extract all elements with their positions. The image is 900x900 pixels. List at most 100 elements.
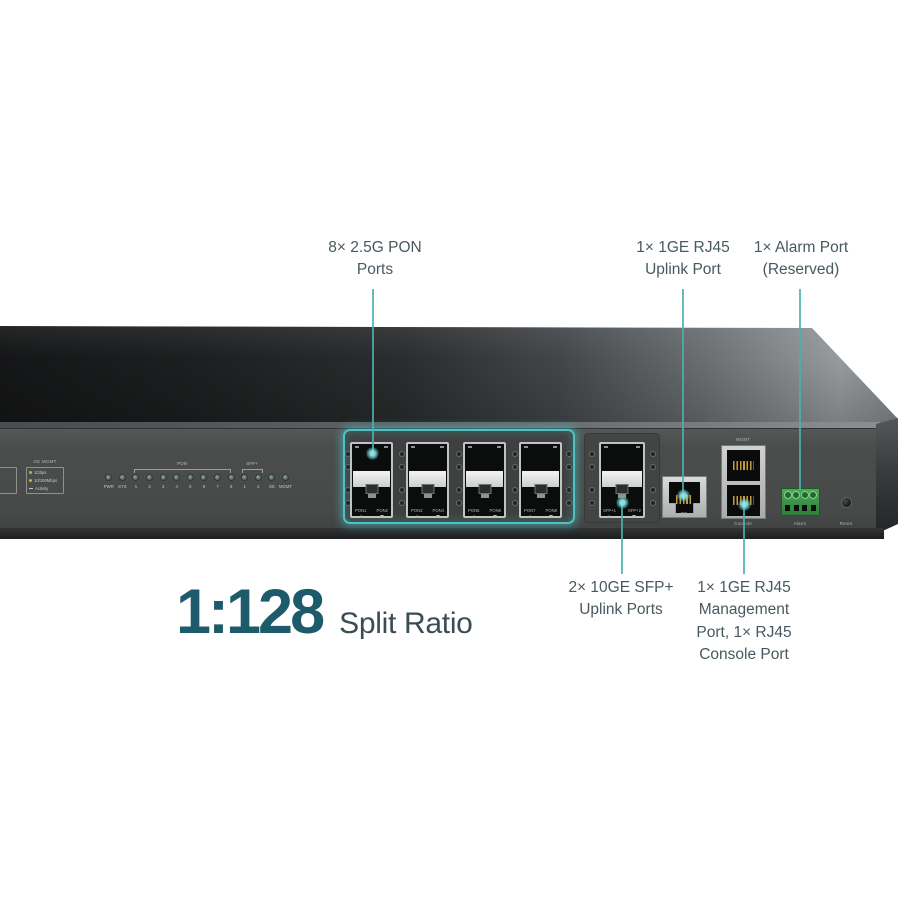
alarm-terminal-block bbox=[781, 488, 820, 516]
led-group-pon-bracket bbox=[134, 469, 231, 473]
legend-left-title: SFP+ bbox=[0, 459, 17, 464]
alarm-port-label: Alarm bbox=[793, 521, 807, 526]
led-pon-3: 3 bbox=[156, 474, 170, 489]
reset-button bbox=[841, 497, 852, 508]
triangle-up-icon bbox=[471, 514, 476, 518]
callout-sfp-uplink: 2× 10GE SFP+ Uplink Ports bbox=[568, 577, 673, 622]
led-ge: GE bbox=[265, 474, 279, 489]
status-led-row: PWR SYS 1 2 3 4 5 6 7 8 1 2 GE MGMT bbox=[102, 474, 292, 489]
legend-left-row: 10Gbps bbox=[0, 470, 14, 475]
led-sfp-2: 2 bbox=[252, 474, 266, 489]
led-indicator-icon bbox=[254, 474, 262, 481]
led-pon-7: 7 bbox=[211, 474, 225, 489]
triangle-down-icon bbox=[436, 514, 441, 518]
triangle-down-icon bbox=[493, 514, 498, 518]
sfp-cage-pon7-pon8 bbox=[519, 442, 562, 518]
led-indicator-icon bbox=[227, 474, 235, 481]
callout-line-sfp bbox=[621, 502, 623, 574]
triangle-up-icon bbox=[527, 514, 532, 518]
reset-label: Reset bbox=[839, 521, 853, 526]
led-indicator-icon bbox=[186, 474, 194, 481]
mgmt-rj45-opening bbox=[727, 450, 760, 481]
legend-ge-mgmt-title: GE MGMT bbox=[33, 459, 57, 464]
led-indicator-icon bbox=[173, 474, 181, 481]
callout-sfp-line2: Uplink Ports bbox=[579, 601, 663, 619]
callout-mgmt-line4: Console Port bbox=[699, 646, 789, 664]
led-pwr: PWR bbox=[102, 474, 116, 489]
led-group-pon-label: PON bbox=[177, 461, 187, 466]
led-pon-6: 6 bbox=[197, 474, 211, 489]
callout-uplink-port: 1× 1GE RJ45 Uplink Port bbox=[636, 237, 729, 282]
callout-dot-console bbox=[737, 498, 751, 511]
port-led-holes bbox=[650, 451, 656, 506]
activity-dash-icon bbox=[29, 487, 33, 490]
led-pon-1: 1 bbox=[129, 474, 143, 489]
legend-ge-mgmt-row: 1Gbps bbox=[29, 470, 61, 475]
callout-dot-sfp bbox=[615, 496, 629, 509]
legend-ge-mgmt-box: 1Gbps 10/100Mbps Activity bbox=[26, 467, 64, 494]
led-indicator-icon bbox=[159, 474, 167, 481]
triangle-down-icon bbox=[632, 514, 637, 518]
port-led-holes bbox=[512, 451, 518, 506]
sfp-cage-pon3-pon4 bbox=[406, 442, 449, 518]
led-indicator-icon bbox=[146, 474, 154, 481]
amber-led-swatch-icon bbox=[29, 479, 32, 482]
device-top-surface bbox=[0, 326, 898, 429]
split-ratio-label: Split Ratio bbox=[339, 607, 473, 640]
split-ratio-value: 1:128 bbox=[176, 577, 325, 647]
callout-pon-line2: Ports bbox=[356, 261, 394, 279]
pon-port-labels: PON5 PON6 bbox=[463, 508, 506, 518]
triangle-down-icon bbox=[380, 514, 385, 518]
led-indicator-icon bbox=[132, 474, 140, 481]
legend-left-box: 10Gbps 1Gbps Activity bbox=[0, 467, 17, 494]
led-indicator-icon bbox=[214, 474, 222, 481]
legend-left-row: Activity bbox=[0, 486, 14, 491]
led-pon-8: 8 bbox=[224, 474, 238, 489]
triangle-up-icon bbox=[607, 514, 612, 518]
led-indicator-icon bbox=[241, 474, 249, 481]
led-pon-5: 5 bbox=[184, 474, 198, 489]
callout-line-alarm bbox=[798, 289, 801, 490]
port-led-holes bbox=[399, 451, 405, 506]
ge-rj45-port bbox=[662, 476, 707, 518]
led-indicator-icon bbox=[268, 474, 276, 481]
pon-port-labels: PON1 PON2 bbox=[350, 508, 393, 518]
led-indicator-icon bbox=[200, 474, 208, 481]
sfp-cage-pon5-pon6 bbox=[463, 442, 506, 518]
device-bottom-edge bbox=[0, 528, 884, 539]
led-mgmt: MGMT bbox=[279, 474, 293, 489]
callout-line-uplink bbox=[682, 289, 684, 492]
triangle-up-icon bbox=[358, 514, 363, 518]
sfp-uplink-labels: SFP+1 SFP+2 bbox=[597, 508, 647, 518]
callout-mgmt-line2: Management bbox=[698, 601, 790, 619]
callout-mgmt-console: 1× 1GE RJ45 Management Port, 1× RJ45 Con… bbox=[696, 577, 791, 667]
alarm-screws bbox=[784, 491, 817, 499]
port-led-holes bbox=[456, 451, 462, 506]
callout-alarm-line1: 1× Alarm Port bbox=[753, 239, 849, 256]
triangle-up-icon bbox=[414, 514, 419, 518]
legend-left-row: 1Gbps bbox=[0, 478, 14, 483]
callout-uplink-line2: Uplink Port bbox=[645, 261, 721, 279]
console-port-label: Console bbox=[734, 521, 752, 526]
led-pon-2: 2 bbox=[143, 474, 157, 489]
ge-port-label: GE bbox=[680, 511, 688, 516]
green-led-swatch-icon bbox=[29, 471, 32, 474]
callout-mgmt-line1: 1× 1GE RJ45 bbox=[697, 579, 791, 596]
callout-pon-ports: 8× 2.5G PON Ports bbox=[328, 237, 421, 282]
port-led-holes bbox=[566, 451, 572, 506]
led-indicator-icon bbox=[118, 474, 126, 481]
callout-uplink-line1: 1× 1GE RJ45 bbox=[636, 239, 730, 256]
led-pon-4: 4 bbox=[170, 474, 184, 489]
legend-ge-mgmt-row: 10/100Mbps bbox=[29, 478, 61, 483]
port-led-holes bbox=[589, 451, 595, 506]
callout-dot-uplink bbox=[676, 489, 690, 502]
callout-sfp-line1: 2× 10GE SFP+ bbox=[568, 579, 674, 596]
split-ratio-headline: 1:128 Split Ratio bbox=[176, 576, 473, 648]
device-right-side bbox=[876, 418, 898, 534]
callout-pon-line1: 8× 2.5G PON bbox=[328, 239, 422, 256]
led-group-sfp-label: SFP+ bbox=[246, 461, 258, 466]
led-indicator-icon bbox=[105, 474, 113, 481]
callout-mgmt-line3: Port, 1× RJ45 bbox=[696, 623, 792, 641]
callout-line-console bbox=[743, 505, 745, 574]
